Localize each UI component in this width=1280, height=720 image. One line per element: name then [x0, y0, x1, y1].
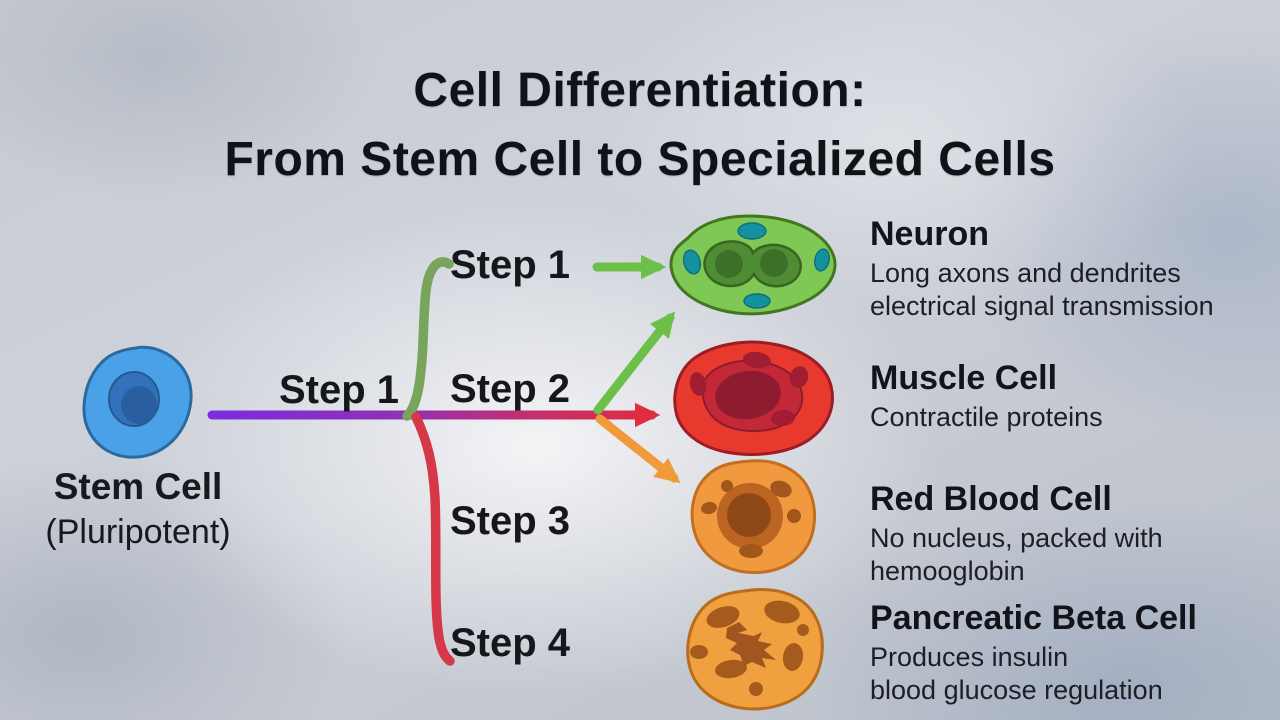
muscle-cell-illustration	[673, 340, 834, 456]
rbc-spot	[701, 501, 717, 515]
neuron-spot	[737, 222, 767, 240]
muscle-cell-center	[715, 370, 781, 420]
neuron-spot	[814, 248, 830, 272]
label-step1-branch: Step 1	[450, 243, 571, 287]
beta-cell-granule	[782, 643, 804, 671]
rbc-spot	[739, 544, 763, 558]
label-step4: Step 4	[450, 621, 571, 665]
cell-desc-line: No nucleus, packed with	[870, 523, 1163, 554]
neuron-inner-circle	[760, 249, 788, 277]
cell-name: Muscle Cell	[870, 359, 1058, 397]
beta-cell-granule	[797, 624, 809, 636]
stem-cell-label: Stem Cell (Pluripotent)	[7, 465, 269, 553]
cell-name: Red Blood Cell	[870, 480, 1112, 518]
beta-cell-granule	[715, 659, 747, 679]
beta-cell-granule	[690, 645, 708, 659]
stem-cell-name: Stem Cell	[53, 466, 223, 507]
neuron-spot	[743, 293, 771, 309]
label-step2: Step 2	[450, 367, 571, 411]
beta-cell-granule	[749, 682, 763, 696]
cell-desc-line: Long axons and dendrites	[870, 258, 1181, 289]
cell-name: Pancreatic Beta Cell	[870, 599, 1197, 637]
muscle-spot	[771, 409, 795, 427]
neuron-illustration	[669, 214, 837, 316]
stem-cell-subtitle: (Pluripotent)	[45, 513, 231, 552]
cell-entry-neuron: Neuron Long axons and dendrites electric…	[870, 214, 1270, 323]
cell-entry-pancreatic-beta-cell: Pancreatic Beta Cell Produces insulin bl…	[870, 598, 1270, 707]
cell-name: Neuron	[870, 215, 989, 253]
beta-cell-squiggle	[726, 622, 776, 668]
arrow-to-red-blood-cell	[595, 414, 681, 484]
page-title: Cell Differentiation: From Stem Cell to …	[0, 56, 1280, 194]
beta-cell-granule	[764, 600, 800, 624]
rbc-spot	[721, 480, 733, 492]
cell-desc-line: Produces insulin	[870, 642, 1069, 673]
red-blood-cell-illustration	[690, 459, 816, 575]
title-line-1: Cell Differentiation:	[413, 64, 867, 117]
label-step3: Step 3	[450, 499, 571, 543]
rbc-center	[727, 493, 771, 537]
cell-desc-line: blood glucose regulation	[870, 675, 1163, 706]
pancreatic-beta-cell-illustration	[686, 587, 824, 711]
muscle-spot	[743, 351, 771, 369]
title-line-2: From Stem Cell to Specialized Cells	[224, 133, 1056, 187]
rbc-spot	[770, 480, 792, 498]
rbc-spot	[787, 509, 801, 523]
stem-cell-nucleus-shade	[121, 386, 157, 424]
cell-desc-line: Contractile proteins	[870, 402, 1103, 433]
cell-entry-red-blood-cell: Red Blood Cell No nucleus, packed with h…	[870, 479, 1270, 588]
neuron-spot	[682, 249, 702, 275]
branch-line-step1	[402, 257, 454, 421]
muscle-spot	[789, 366, 809, 388]
muscle-spot	[689, 372, 707, 396]
neuron-inner-circle	[715, 250, 743, 278]
branch-line-steps-3-4	[411, 412, 455, 666]
arrow-diagonal-up	[593, 311, 676, 415]
cell-entry-muscle-cell: Muscle Cell Contractile proteins	[870, 358, 1270, 434]
cell-desc-line: electrical signal transmission	[870, 291, 1214, 322]
stem-cell-illustration	[82, 345, 193, 459]
beta-cell-granule	[706, 606, 740, 628]
cell-desc-line: hemooglobin	[870, 556, 1025, 587]
label-step1-main: Step 1	[279, 368, 400, 412]
